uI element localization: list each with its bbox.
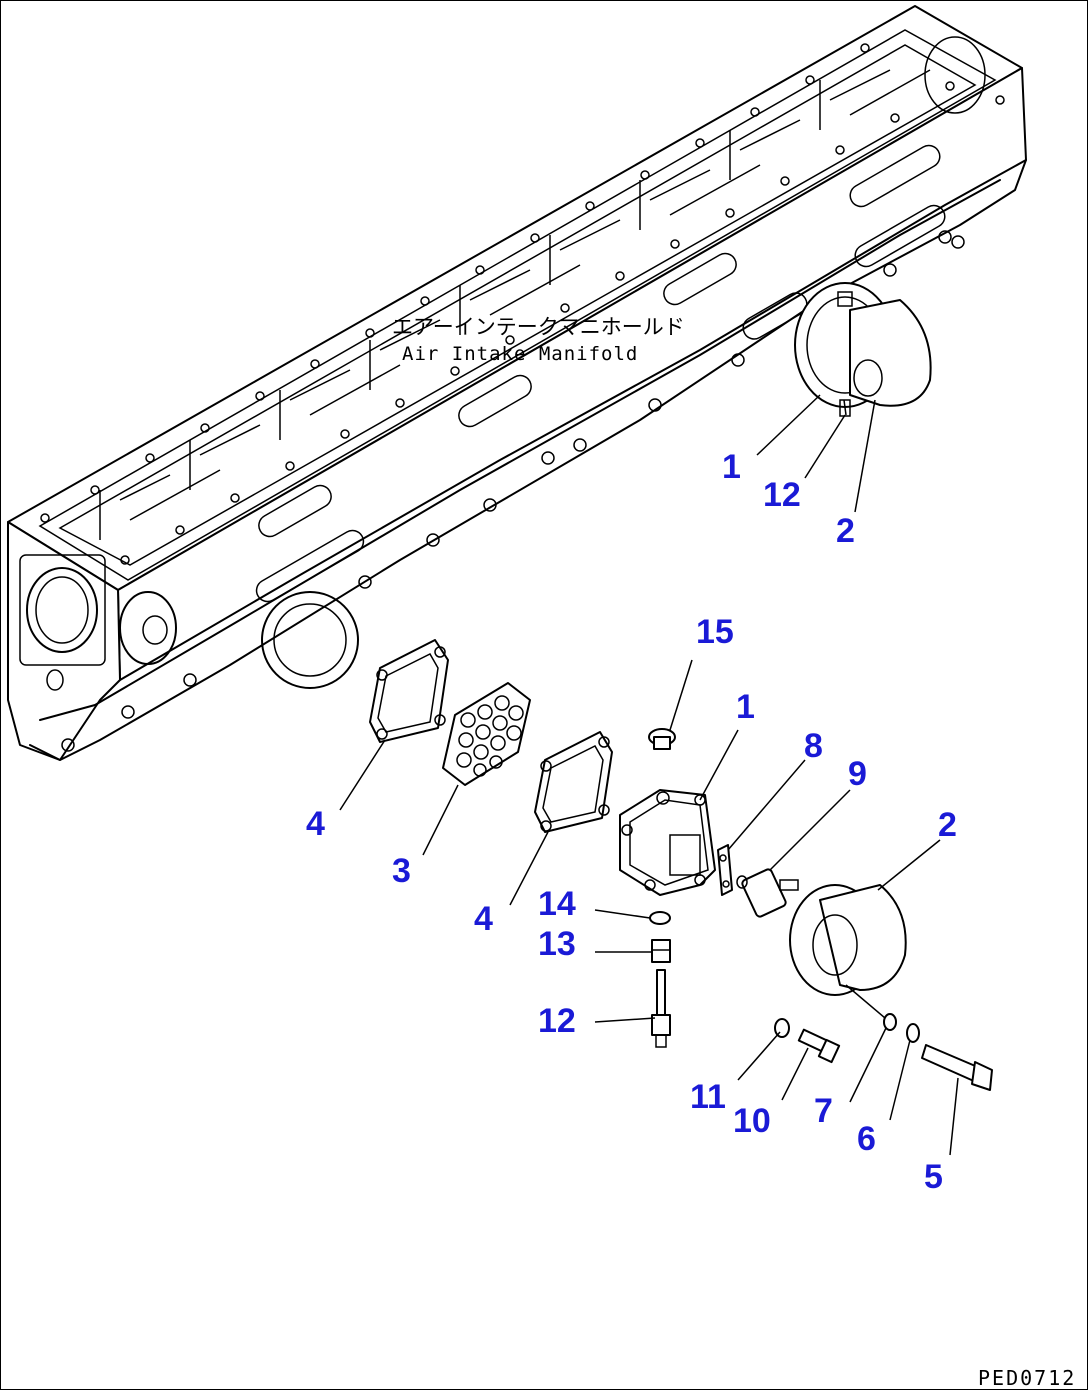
- callout-12: 12: [538, 1002, 576, 1040]
- screen-3: [442, 682, 531, 786]
- gasket-4-middle: [534, 731, 613, 833]
- washer-14: [649, 911, 671, 925]
- fitting-13: [651, 939, 671, 963]
- callout-2-top: 2: [836, 512, 855, 550]
- washer-11: [774, 1018, 790, 1038]
- callout-3: 3: [392, 852, 411, 890]
- callout-5: 5: [924, 1158, 943, 1196]
- callout-12-top: 12: [763, 476, 801, 514]
- callout-9: 9: [848, 755, 867, 793]
- callout-1: 1: [736, 688, 755, 726]
- callout-15: 15: [696, 613, 734, 651]
- gasket-4-left: [369, 639, 449, 743]
- housing-1: [619, 789, 716, 896]
- callout-14: 14: [538, 885, 576, 923]
- washer-7: [883, 1013, 897, 1031]
- callout-13: 13: [538, 925, 576, 963]
- leader-lines: [339, 394, 959, 1156]
- plug-15: [648, 728, 676, 750]
- callout-8: 8: [804, 727, 823, 765]
- callout-4-middle: 4: [474, 900, 493, 938]
- mounted-heater-assembly: [794, 282, 932, 417]
- drawing-code: PED0712: [978, 1366, 1076, 1390]
- gasket-8: [717, 844, 733, 896]
- callout-7: 7: [814, 1092, 833, 1130]
- callout-1-top: 1: [722, 448, 741, 486]
- callout-2: 2: [938, 806, 957, 844]
- sensor-12: [651, 969, 671, 1048]
- manifold-body: [7, 5, 1027, 761]
- bolt-5: [921, 1044, 993, 1091]
- callout-4-left: 4: [306, 805, 325, 843]
- washer-6: [906, 1023, 920, 1043]
- heater-2: [789, 884, 907, 996]
- callout-11: 11: [690, 1078, 726, 1116]
- bolt-10: [797, 1028, 841, 1064]
- callout-10: 10: [733, 1102, 771, 1140]
- callout-6: 6: [857, 1120, 876, 1158]
- manifold-title-english: Air Intake Manifold: [402, 343, 638, 365]
- switch-9: [736, 868, 799, 918]
- manifold-title-japanese: エアーインテークマニホールド: [392, 315, 685, 339]
- callout-numbers: 1 12 2 15 1 8 9 2 4 3 4 14 13 12 11 10 7…: [306, 448, 957, 1196]
